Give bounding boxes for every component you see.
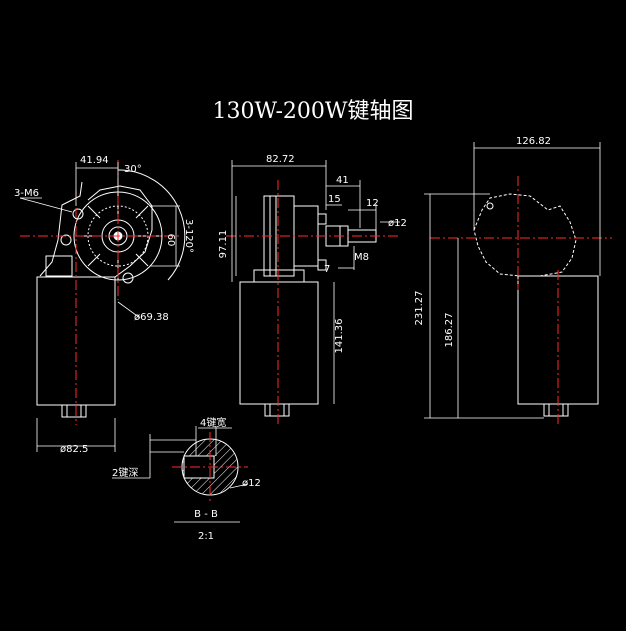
rear-gear-outline — [473, 193, 577, 277]
side-dim-82-72: 82.72 — [266, 154, 295, 165]
front-centerlines — [20, 160, 180, 425]
rear-dim-231-27: 231.27 — [414, 291, 425, 326]
section-bb — [112, 426, 249, 523]
section-dim-diameter: ø12 — [242, 478, 261, 489]
rear-centerlines — [430, 176, 612, 424]
mount-hole-3 — [122, 272, 134, 284]
front-dim-thread: 3-M6 — [14, 188, 39, 199]
mount-hole-2 — [60, 234, 72, 246]
side-dim-141-36: 141.36 — [334, 319, 345, 354]
drawing-title: 130W-200W键轴图 — [212, 99, 413, 124]
rear-motor-endcap — [543, 403, 569, 417]
side-dim-m8: M8 — [354, 252, 369, 263]
front-view — [36, 169, 186, 418]
side-dim-41: 41 — [336, 175, 349, 186]
side-dim-shaft-dia: ø12 — [388, 218, 407, 229]
front-dim-angle: 30° — [124, 164, 142, 175]
bolt-circle-arc — [117, 169, 186, 281]
front-dim-holes: 3-120° — [183, 219, 194, 253]
side-motor-body — [239, 281, 319, 405]
side-centerlines — [226, 180, 400, 424]
front-dim-60: 60 — [165, 234, 176, 247]
side-dim-7: 7 — [324, 264, 330, 275]
side-motor-endcap — [264, 403, 290, 417]
rear-dim-126-82: 126.82 — [516, 136, 551, 147]
side-dim-97-11: 97.11 — [218, 230, 229, 259]
side-dim-12: 12 — [366, 198, 379, 209]
section-label: B - B — [194, 509, 218, 520]
front-dim-41-94: 41.94 — [80, 155, 109, 166]
section-scale: 2:1 — [198, 531, 214, 542]
front-motor-endcap — [61, 404, 87, 418]
rear-dim-186-27: 186.27 — [444, 313, 455, 348]
section-key-width: 4键宽 — [200, 416, 226, 429]
mount-hole-1 — [72, 208, 84, 220]
front-dim-diameter: ø82.5 — [60, 444, 88, 455]
front-dim-bolt-circle: ø69.38 — [134, 312, 169, 323]
section-key-depth: 2键深 — [112, 466, 138, 479]
rear-view — [473, 193, 599, 417]
side-dim-15: 15 — [328, 194, 341, 205]
side-view — [239, 195, 377, 417]
